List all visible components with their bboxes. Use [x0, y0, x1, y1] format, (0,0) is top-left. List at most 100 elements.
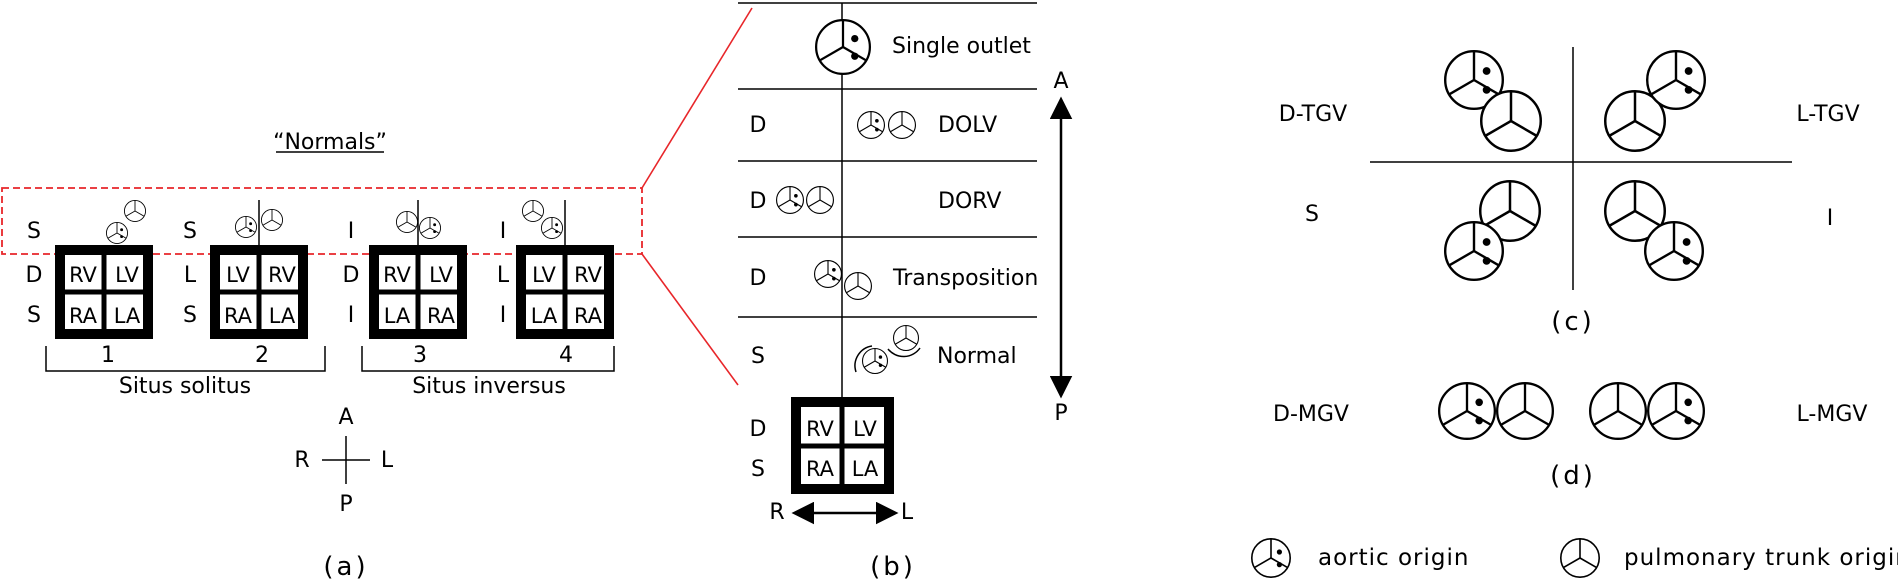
side-label-bot: I	[500, 303, 507, 328]
compass: A P R L	[294, 405, 394, 517]
label-i: I	[1827, 206, 1834, 231]
normals-title: “Normals”	[273, 130, 387, 155]
aortic-valve-icon	[777, 187, 804, 214]
caption-a: (a)	[323, 552, 368, 582]
side-label-bot: S	[27, 303, 41, 328]
pulmonary-valve-icon	[893, 324, 919, 352]
chamber-label: LA	[269, 304, 296, 328]
label-l-tgv: L-TGV	[1796, 102, 1859, 127]
panel-a: “Normals” S D S RV LV RA LA 1 S L S	[1, 7, 753, 582]
aortic-valve-icon	[1645, 222, 1703, 280]
panel-b: Single outlet D DOLV D DORV D Transposit…	[738, 2, 1073, 582]
aortic-valve-icon	[1439, 383, 1495, 439]
aortic-arc-mark	[854, 345, 873, 373]
side-label-mid: L	[184, 263, 197, 288]
compass-l: L	[381, 448, 394, 473]
chamber-label: LV	[853, 417, 877, 441]
chamber-label: RA	[427, 304, 456, 328]
bracket-situs-solitus	[45, 346, 326, 372]
group-label-right: Situs inversus	[412, 374, 566, 399]
chamber-label: LA	[114, 304, 141, 328]
side-label-mid: D	[343, 263, 360, 288]
side-label-top: S	[183, 219, 197, 244]
row-side-label: S	[751, 344, 765, 369]
bracket-situs-inversus	[361, 346, 615, 372]
pulmonary-valve-icon	[1479, 89, 1543, 152]
chamber-label: RA	[574, 304, 603, 328]
side-label-mid: L	[497, 263, 510, 288]
heart-3: I D I RV LV LA RA 3	[343, 200, 467, 368]
row-dolv: D DOLV	[750, 110, 997, 140]
pulmonary-valve-icon	[1496, 382, 1554, 440]
heart-4: I L I LV RV LA RA 4	[497, 200, 614, 368]
zoom-line-top	[641, 7, 753, 189]
side-label-top: I	[500, 219, 507, 244]
axis-l: L	[901, 500, 914, 525]
row-label: Normal	[937, 344, 1017, 369]
aortic-valve-icon	[1647, 51, 1705, 109]
axis-r: R	[769, 500, 784, 525]
pulmonary-valve-icon	[843, 271, 873, 301]
compass-p: P	[339, 492, 352, 517]
chamber-label: RA	[806, 457, 835, 481]
caption-d: (d)	[1550, 461, 1596, 491]
aortic-valve-icon	[1252, 539, 1290, 577]
chamber-label: LA	[384, 304, 411, 328]
aortic-valve-icon	[419, 217, 440, 238]
chamber-label: LV	[226, 263, 250, 287]
zoom-line-bottom	[641, 253, 739, 386]
row-normal: S Normal	[751, 324, 1017, 374]
aortic-valve-icon	[106, 222, 127, 243]
aortic-valve-icon	[863, 349, 888, 374]
aortic-valve-icon	[858, 112, 885, 139]
chamber-label: LA	[531, 304, 558, 328]
row-label: Transposition	[892, 266, 1038, 291]
pulmonary-valve-icon	[805, 185, 835, 215]
pulmonary-arc-mark	[887, 347, 921, 358]
side-label-top: I	[348, 219, 355, 244]
chamber-label: RA	[224, 304, 253, 328]
row-transposition: D Transposition	[750, 261, 1038, 301]
label-l-mgv: L-MGV	[1797, 402, 1868, 427]
heart-number: 4	[559, 343, 573, 368]
chamber-label: LV	[532, 263, 556, 287]
aortic-valve-icon	[541, 217, 562, 238]
compass-r: R	[294, 448, 309, 473]
axis-p: P	[1054, 401, 1067, 426]
compass-a: A	[338, 405, 353, 430]
row-side-label: D	[750, 189, 767, 214]
legend: aortic origin pulmonary trunk origin	[1252, 539, 1898, 577]
side-label-top: S	[27, 219, 41, 244]
aortic-valve-icon	[815, 261, 842, 288]
heart-b: D S RV LV RA LA	[750, 397, 894, 494]
chamber-label: RV	[806, 417, 834, 441]
pulmonary-valve-icon	[1589, 382, 1647, 440]
legend-aortic: aortic origin	[1318, 545, 1469, 571]
chamber-label: RV	[268, 263, 296, 287]
chamber-label: LA	[852, 457, 879, 481]
row-label: Single outlet	[892, 34, 1031, 59]
label-s: S	[1305, 202, 1319, 227]
row-label: DOLV	[938, 113, 997, 138]
side-label-top: D	[750, 417, 767, 442]
side-label-bot: S	[751, 457, 765, 482]
aortic-valve-icon	[816, 20, 870, 74]
chamber-label: RV	[69, 263, 97, 287]
highlight-box	[1, 187, 643, 255]
legend-pulmonary: pulmonary trunk origin	[1624, 545, 1898, 571]
aortic-valve-icon	[1648, 383, 1704, 439]
label-d-tgv: D-TGV	[1279, 102, 1347, 127]
row-single-outlet: Single outlet	[816, 20, 1031, 74]
aortic-valve-icon	[235, 216, 256, 237]
chamber-label: LV	[429, 263, 453, 287]
heart-1: S D S RV LV RA LA 1	[26, 200, 153, 368]
row-dorv: D DORV	[750, 185, 1001, 215]
row-side-label: D	[750, 266, 767, 291]
pulmonary-valve-icon	[396, 211, 418, 233]
pulmonary-valve-icon	[887, 110, 917, 140]
row-side-label: D	[750, 113, 767, 138]
caption-b: (b)	[870, 552, 916, 582]
panel-d: D-MGV L-MGV (d)	[1273, 383, 1867, 491]
side-label-mid: D	[26, 263, 43, 288]
